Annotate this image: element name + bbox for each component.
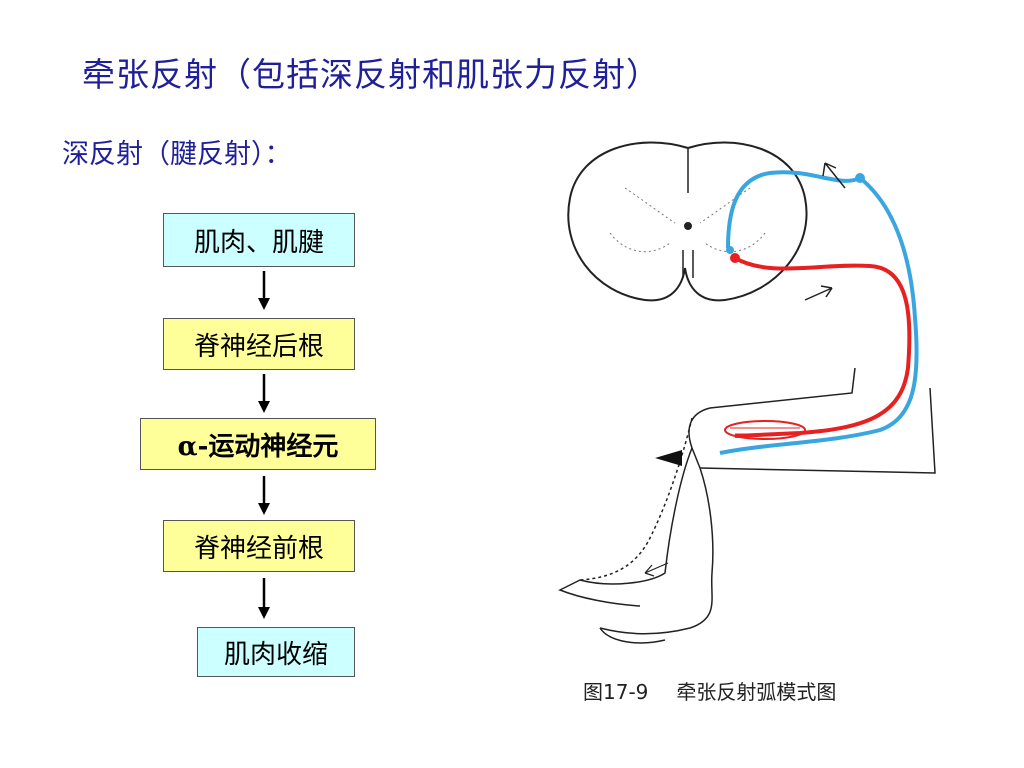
flow-arrow-down-icon [258, 476, 270, 515]
section-subtitle: 深反射（腱反射）： [62, 139, 292, 170]
afferent-fiber-path [719, 176, 919, 455]
dorsal-root-ganglion-icon [855, 173, 865, 183]
flow-box-label: 脊神经后根 [193, 331, 324, 362]
flow-box-alpha-motor-neuron: α-运动神经元 [140, 418, 376, 470]
page-title: 牵张反射（包括深反射和肌张力反射） [82, 55, 660, 94]
reflex-arc-figure [558, 141, 936, 644]
figure-caption-number: 图17-9 [583, 680, 649, 704]
afferent-direction-arrow-icon [822, 162, 846, 189]
muscle-spindle-icon [724, 420, 806, 440]
spinal-cord-section [567, 141, 808, 302]
leg-outline [558, 367, 936, 644]
figure-caption-text: 牵张反射弧模式图 [676, 680, 837, 704]
flow-box-label: 肌肉、肌腱 [193, 227, 324, 258]
flow-box-muscle-contraction: 肌肉收缩 [197, 627, 355, 677]
figure-caption: 图17-9 牵张反射弧模式图 [583, 676, 836, 705]
flow-box-dorsal-root: 脊神经后根 [163, 318, 355, 370]
motor-neuron-icon [730, 253, 740, 263]
flow-box-label: α-运动神经元 [177, 431, 339, 462]
flow-box-label: 脊神经前根 [193, 533, 324, 564]
flow-arrow-down-icon [258, 374, 270, 413]
flow-box-label: 肌肉收缩 [223, 639, 328, 670]
afferent-nerve-path [726, 170, 861, 249]
flow-box-ventral-root: 脊神经前根 [163, 520, 355, 572]
flow-arrow-down-icon [258, 271, 270, 310]
efferent-direction-arrow-icon [804, 285, 833, 301]
flow-box-muscle-tendon: 肌肉、肌腱 [163, 213, 355, 267]
efferent-nerve-path [734, 256, 912, 438]
flow-arrow-down-icon [258, 578, 270, 619]
afferent-terminal-icon [726, 246, 734, 254]
reflex-hammer-icon [655, 450, 682, 466]
